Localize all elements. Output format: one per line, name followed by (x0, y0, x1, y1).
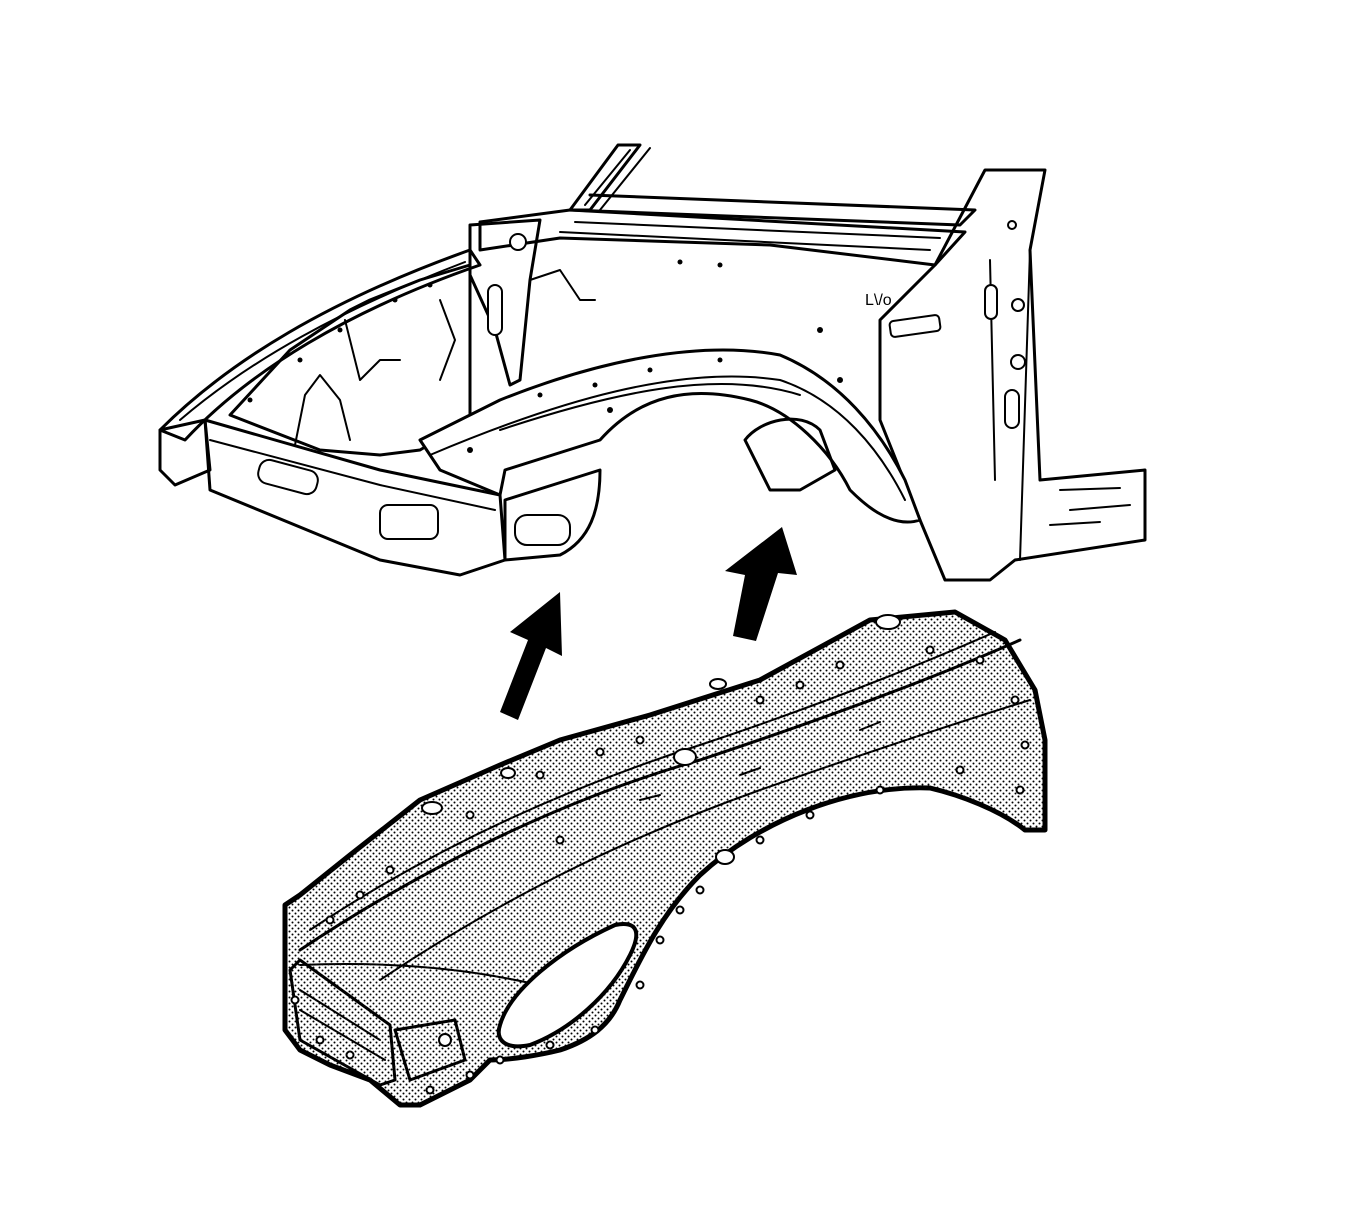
install-arrow-left (500, 592, 562, 720)
windshield-pillar (568, 143, 642, 212)
cowl-top-bar (568, 193, 977, 227)
strut-tower-bracket (468, 218, 542, 387)
upper-rail-left (158, 248, 482, 442)
front-corner (158, 418, 212, 487)
inner-fender-panel (282, 609, 1048, 1108)
panel-front-tab (393, 1018, 467, 1082)
panel-fastener-holes (290, 645, 1030, 1095)
stamped-marking: L\/o (865, 292, 892, 309)
arrow-up-icon (500, 592, 562, 720)
hinge-pillar (878, 168, 1147, 582)
crossmember-hole (257, 458, 319, 496)
panel-locator-bump (673, 748, 697, 766)
arrow-up-icon (725, 527, 797, 641)
inner-well (743, 417, 837, 492)
front-crossmember (203, 418, 507, 577)
wheelhouse-arch-upper (418, 348, 922, 524)
body-structure: L\/o (158, 143, 1147, 582)
panel-body (282, 609, 1048, 1108)
cowl-panel (478, 208, 967, 267)
arch-front-lower (503, 468, 602, 562)
panel-lightening-hole (496, 922, 639, 1049)
rail-end-opening (379, 504, 439, 540)
body-fastener-dots (247, 259, 843, 453)
panel-front-flange (288, 958, 397, 1087)
inner-apron (228, 263, 472, 457)
install-arrow-right (725, 527, 797, 641)
pillar-slot-hole (1004, 389, 1020, 429)
